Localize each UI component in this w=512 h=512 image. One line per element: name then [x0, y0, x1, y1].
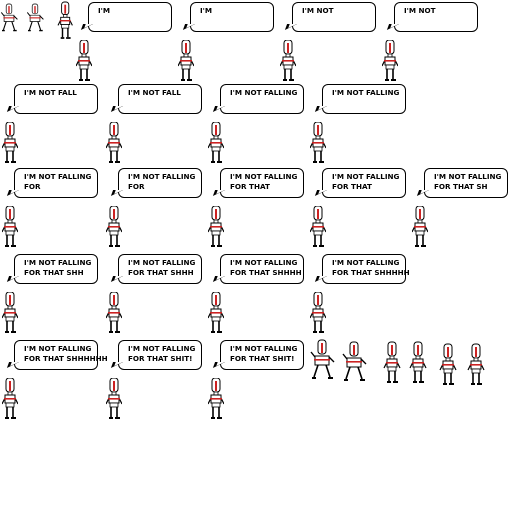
dialogue-text: I'M NOT FALLING	[332, 88, 400, 97]
speech-bubble: I'M NOT FALLING FOR	[118, 168, 202, 198]
dialogue-text: I'M NOT FALLING FOR THAT SHIT!	[230, 344, 298, 363]
dialogue-text: I'M NOT FALLING FOR THAT SHHHHHH	[24, 344, 108, 363]
speech-bubble: I'M NOT FALLING FOR THAT SH	[424, 168, 508, 198]
dialogue-text: I'M NOT FALLING FOR THAT SHHHHH	[332, 258, 410, 277]
dialogue-text: I'M NOT FALLING FOR THAT	[332, 172, 400, 191]
speech-bubble: I'M	[190, 2, 274, 32]
dialogue-text: I'M NOT FALLING FOR THAT	[230, 172, 298, 191]
speech-bubble: I'M NOT FALLING FOR THAT	[220, 168, 304, 198]
speech-bubble: I'M NOT FALLING FOR THAT SHH	[14, 254, 98, 284]
dialogue-text: I'M NOT FALLING FOR THAT SHH	[24, 258, 92, 277]
speech-bubble: I'M NOT FALLING	[322, 84, 406, 114]
speech-bubble: I'M NOT FALLING FOR THAT SHIT!	[118, 340, 202, 370]
speech-bubble: I'M	[88, 2, 172, 32]
speech-bubble: I'M NOT FALLING FOR THAT	[322, 168, 406, 198]
dialogue-text: I'M	[200, 6, 213, 15]
speech-bubble: I'M NOT	[394, 2, 478, 32]
dialogue-text: I'M NOT	[302, 6, 334, 15]
speech-bubble: I'M NOT	[292, 2, 376, 32]
speech-bubble: I'M NOT FALLING FOR	[14, 168, 98, 198]
speech-bubble: I'M NOT FALLING FOR THAT SHHHHHH	[14, 340, 108, 370]
dialogue-text: I'M NOT FALLING FOR THAT SHHHH	[230, 258, 302, 277]
dialogue-text: I'M NOT FALL	[24, 88, 77, 97]
speech-bubble: I'M NOT FALLING FOR THAT SHHHH	[220, 254, 304, 284]
dialogue-text: I'M NOT	[404, 6, 436, 15]
speech-bubble: I'M NOT FALLING	[220, 84, 304, 114]
dialogue-text: I'M NOT FALLING FOR THAT SHHH	[128, 258, 196, 277]
dialogue-text: I'M NOT FALLING FOR	[24, 172, 92, 191]
speech-bubble: I'M NOT FALL	[118, 84, 202, 114]
dialogue-text: I'M	[98, 6, 111, 15]
dialogue-text: I'M NOT FALLING FOR THAT SH	[434, 172, 502, 191]
dialogue-text: I'M NOT FALLING FOR THAT SHIT!	[128, 344, 196, 363]
dialogue-text: I'M NOT FALLING FOR	[128, 172, 196, 191]
dialogue-text: I'M NOT FALLING	[230, 88, 298, 97]
speech-bubble: I'M NOT FALL	[14, 84, 98, 114]
speech-bubble: I'M NOT FALLING FOR THAT SHHH	[118, 254, 202, 284]
dialogue-text: I'M NOT FALL	[128, 88, 181, 97]
speech-bubble: I'M NOT FALLING FOR THAT SHIT!	[220, 340, 304, 370]
speech-bubble: I'M NOT FALLING FOR THAT SHHHHH	[322, 254, 410, 284]
